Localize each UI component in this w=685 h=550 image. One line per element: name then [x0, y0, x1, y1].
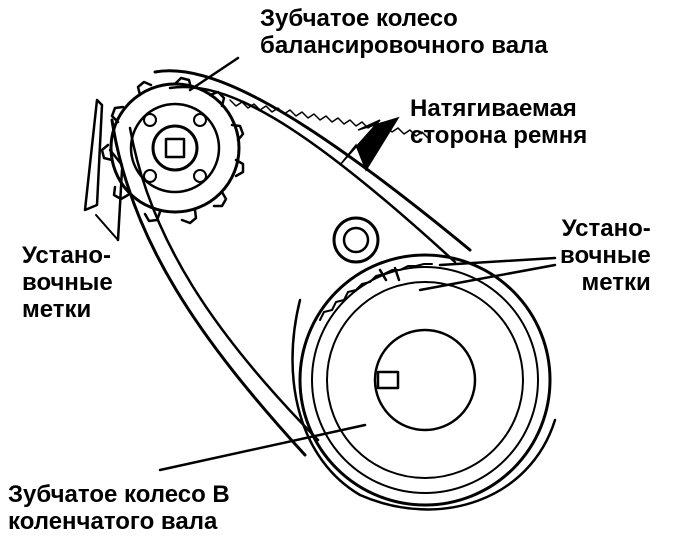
tensioner-pulley	[332, 216, 380, 264]
belt-outer-left	[110, 118, 307, 457]
leader-left-marks-2	[95, 214, 119, 241]
label-line: Зубчатое колесо B	[8, 481, 230, 508]
label-line: Устано-	[561, 215, 651, 242]
label-line: коленчатого вала	[8, 508, 218, 535]
label-line: вочные	[560, 242, 651, 269]
crank-teeth	[319, 263, 433, 321]
leader-crank	[158, 423, 367, 472]
label-belt-tension-side: Натягиваемая сторона ремня	[410, 95, 587, 149]
balance-shaft-sprocket	[100, 76, 245, 225]
label-line: Натягиваемая	[410, 95, 577, 122]
belt-wrap-crank	[291, 298, 557, 511]
label-line: сторона ремня	[410, 122, 588, 149]
label-line: метки	[22, 296, 92, 323]
crankshaft-sprocket	[298, 253, 552, 507]
belt-teeth-top	[229, 99, 429, 139]
tension-side-arrow	[339, 116, 400, 172]
left-mark-tick	[108, 148, 124, 167]
label-line: Устано-	[22, 242, 112, 269]
right-mark-pointer-1	[438, 256, 557, 267]
belt-inner-left	[128, 126, 320, 442]
label-line: Зубчатое колесо	[260, 5, 458, 32]
leader-balance-sprocket	[188, 56, 240, 92]
label-line: метки	[581, 269, 651, 296]
right-mark-pointer-2	[418, 263, 557, 292]
right-mark-tick	[378, 266, 401, 282]
leader-left-marks	[116, 168, 124, 242]
left-timing-mark-bracket	[83, 98, 104, 212]
belt-outer-top	[153, 69, 472, 252]
label-balance-shaft-sprocket: Зубчатое колесо балансировочного вала	[260, 5, 548, 59]
label-crankshaft-sprocket: Зубчатое колесо B коленчатого вала	[8, 481, 230, 535]
label-line: балансировочного вала	[260, 32, 548, 59]
label-line: вочные	[22, 269, 113, 296]
label-timing-marks-left: Устано- вочные метки	[22, 242, 113, 323]
sprocket-teeth	[100, 76, 245, 225]
label-timing-marks-right: Устано- вочные метки	[560, 215, 651, 296]
